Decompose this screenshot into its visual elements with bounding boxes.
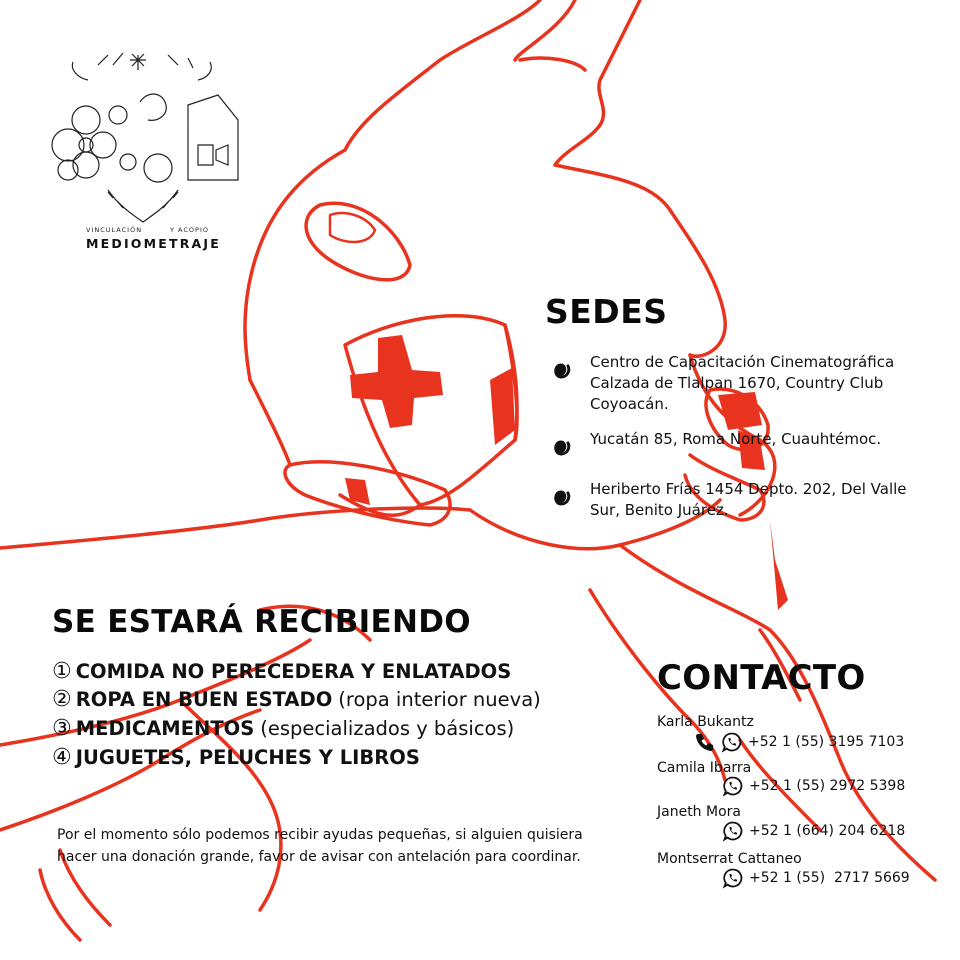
sede-address: Heriberto Frías 1454 Depto. 202, Del Val… xyxy=(590,479,920,521)
receiving-item: ① COMIDA NO PERECEDERA Y ENLATADOS xyxy=(52,660,511,683)
contact-name: Janeth Mora xyxy=(657,804,741,820)
contact-name: Camila Ibarra xyxy=(657,760,752,776)
sede-address: Centro de Capacitación Cinematográfica C… xyxy=(590,352,920,415)
sede-line: Heriberto Frías 1454 Depto. 202, Del Val… xyxy=(590,480,907,498)
spiral-icon xyxy=(554,363,571,379)
sede-line: Sur, Benito Juárez. xyxy=(590,501,729,519)
contact-phone[interactable]: +52 1 (55) 2717 5669 xyxy=(749,870,910,886)
sede-line: Yucatán 85, Roma Norte, Cuauhtémoc. xyxy=(590,430,882,448)
receiving-title: SE ESTARÁ RECIBIENDO xyxy=(52,604,471,640)
logo-subtitle-right: Y ACOPIO xyxy=(170,226,209,234)
item-note: (ropa interior nueva) xyxy=(338,688,541,711)
item-note: (especializados y básicos) xyxy=(260,717,515,740)
item-label: COMIDA NO PERECEDERA Y ENLATADOS xyxy=(75,660,512,683)
whatsapp-icon[interactable] xyxy=(721,731,743,753)
sede-item: Yucatán 85, Roma Norte, Cuauhtémoc. xyxy=(548,429,920,461)
spiral-icon xyxy=(554,490,571,506)
sede-line: Centro de Capacitación Cinematográfica xyxy=(590,353,895,371)
item-number: ③ xyxy=(52,715,72,741)
item-label: MEDICAMENTOS xyxy=(75,717,255,740)
sedes-title: SEDES xyxy=(545,292,668,331)
item-label: JUGUETES, PELUCHES Y LIBROS xyxy=(75,746,420,769)
item-label: ROPA EN BUEN ESTADO xyxy=(75,688,333,711)
item-number: ④ xyxy=(52,744,72,770)
sede-line: Calzada de Tlalpan 1670, Country Club xyxy=(590,374,884,392)
logo-subtitle: VINCULACIÓN Y ACOPIO xyxy=(86,226,226,234)
sede-item: Centro de Capacitación Cinematográfica C… xyxy=(548,352,920,415)
sede-item: Heriberto Frías 1454 Depto. 202, Del Val… xyxy=(548,479,920,521)
whatsapp-icon[interactable] xyxy=(722,867,744,889)
contact-row: +52 1 (664) 204 6218 xyxy=(722,820,905,842)
contact-row: +52 1 (55) 2717 5669 xyxy=(722,867,910,889)
spiral-icon xyxy=(554,440,571,456)
item-number: ① xyxy=(52,658,72,684)
whatsapp-icon[interactable] xyxy=(722,820,744,842)
logo-subtitle-left: VINCULACIÓN xyxy=(86,226,143,234)
contact-row: +52 1 (55) 2972 5398 xyxy=(722,775,905,797)
whatsapp-icon[interactable] xyxy=(722,775,744,797)
phone-icon xyxy=(696,734,713,751)
contact-name: Montserrat Cattaneo xyxy=(657,851,802,867)
contact-name: Karla Bukantz xyxy=(657,714,754,730)
contact-title: CONTACTO xyxy=(657,658,866,698)
receiving-item: ③ MEDICAMENTOS (especializados y básicos… xyxy=(52,717,514,740)
sede-address: Yucatán 85, Roma Norte, Cuauhtémoc. xyxy=(590,429,920,450)
contact-phone[interactable]: +52 1 (664) 204 6218 xyxy=(749,823,906,839)
contact-phone[interactable]: +52 1 (55) 3195 7103 xyxy=(748,734,905,750)
receiving-item: ④ JUGUETES, PELUCHES Y LIBROS xyxy=(52,746,420,769)
receiving-item: ② ROPA EN BUEN ESTADO (ropa interior nue… xyxy=(52,688,541,711)
item-number: ② xyxy=(52,686,72,712)
contact-phone[interactable]: +52 1 (55) 2972 5398 xyxy=(749,778,906,794)
logo-name: MEDIOMETRAJE xyxy=(86,236,222,251)
logo xyxy=(38,50,248,255)
contact-row: +52 1 (55) 3195 7103 xyxy=(694,731,904,753)
sede-line: Coyoacán. xyxy=(590,395,669,413)
donation-note: Por el momento sólo podemos recibir ayud… xyxy=(57,827,583,865)
